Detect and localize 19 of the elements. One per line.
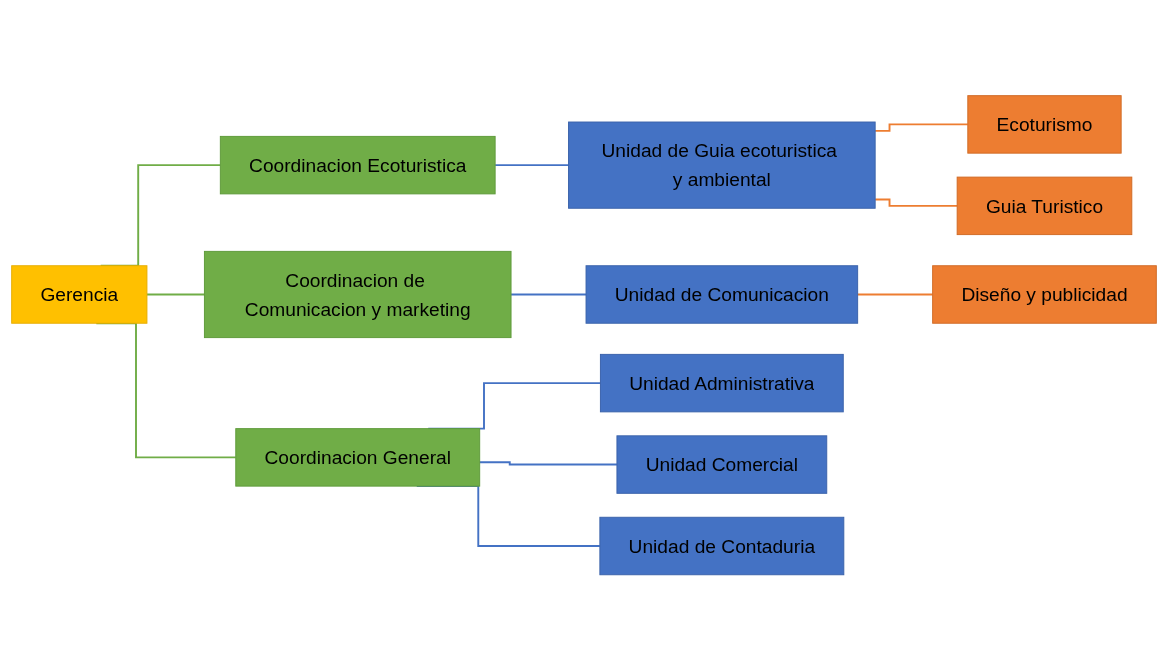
node-box: Coordinacion de Comunicacion y marketing — [203, 251, 512, 339]
node-box: Guia Turistico — [956, 176, 1133, 236]
node-box: Ecoturismo — [967, 95, 1122, 154]
node-box: Unidad de Guia ecoturistica y ambiental — [568, 121, 876, 209]
connector — [510, 293, 587, 296]
node-box: Coordinacion General — [235, 428, 481, 487]
connector — [145, 293, 206, 296]
node-box: Unidad Comercial — [616, 435, 828, 495]
connector — [874, 123, 969, 133]
node-box: Gerencia — [11, 265, 148, 324]
node-box: Diseño y publicidad — [932, 265, 1157, 324]
connector — [856, 293, 934, 296]
connector — [478, 461, 618, 466]
node-box: Unidad de Comunicacion — [585, 265, 859, 324]
node-box: Coordinacion Ecoturistica — [219, 136, 496, 195]
connector — [494, 164, 570, 167]
connector — [874, 198, 959, 208]
node-box: Unidad Administrativa — [599, 354, 844, 413]
node-box: Unidad de Contaduria — [599, 517, 845, 576]
